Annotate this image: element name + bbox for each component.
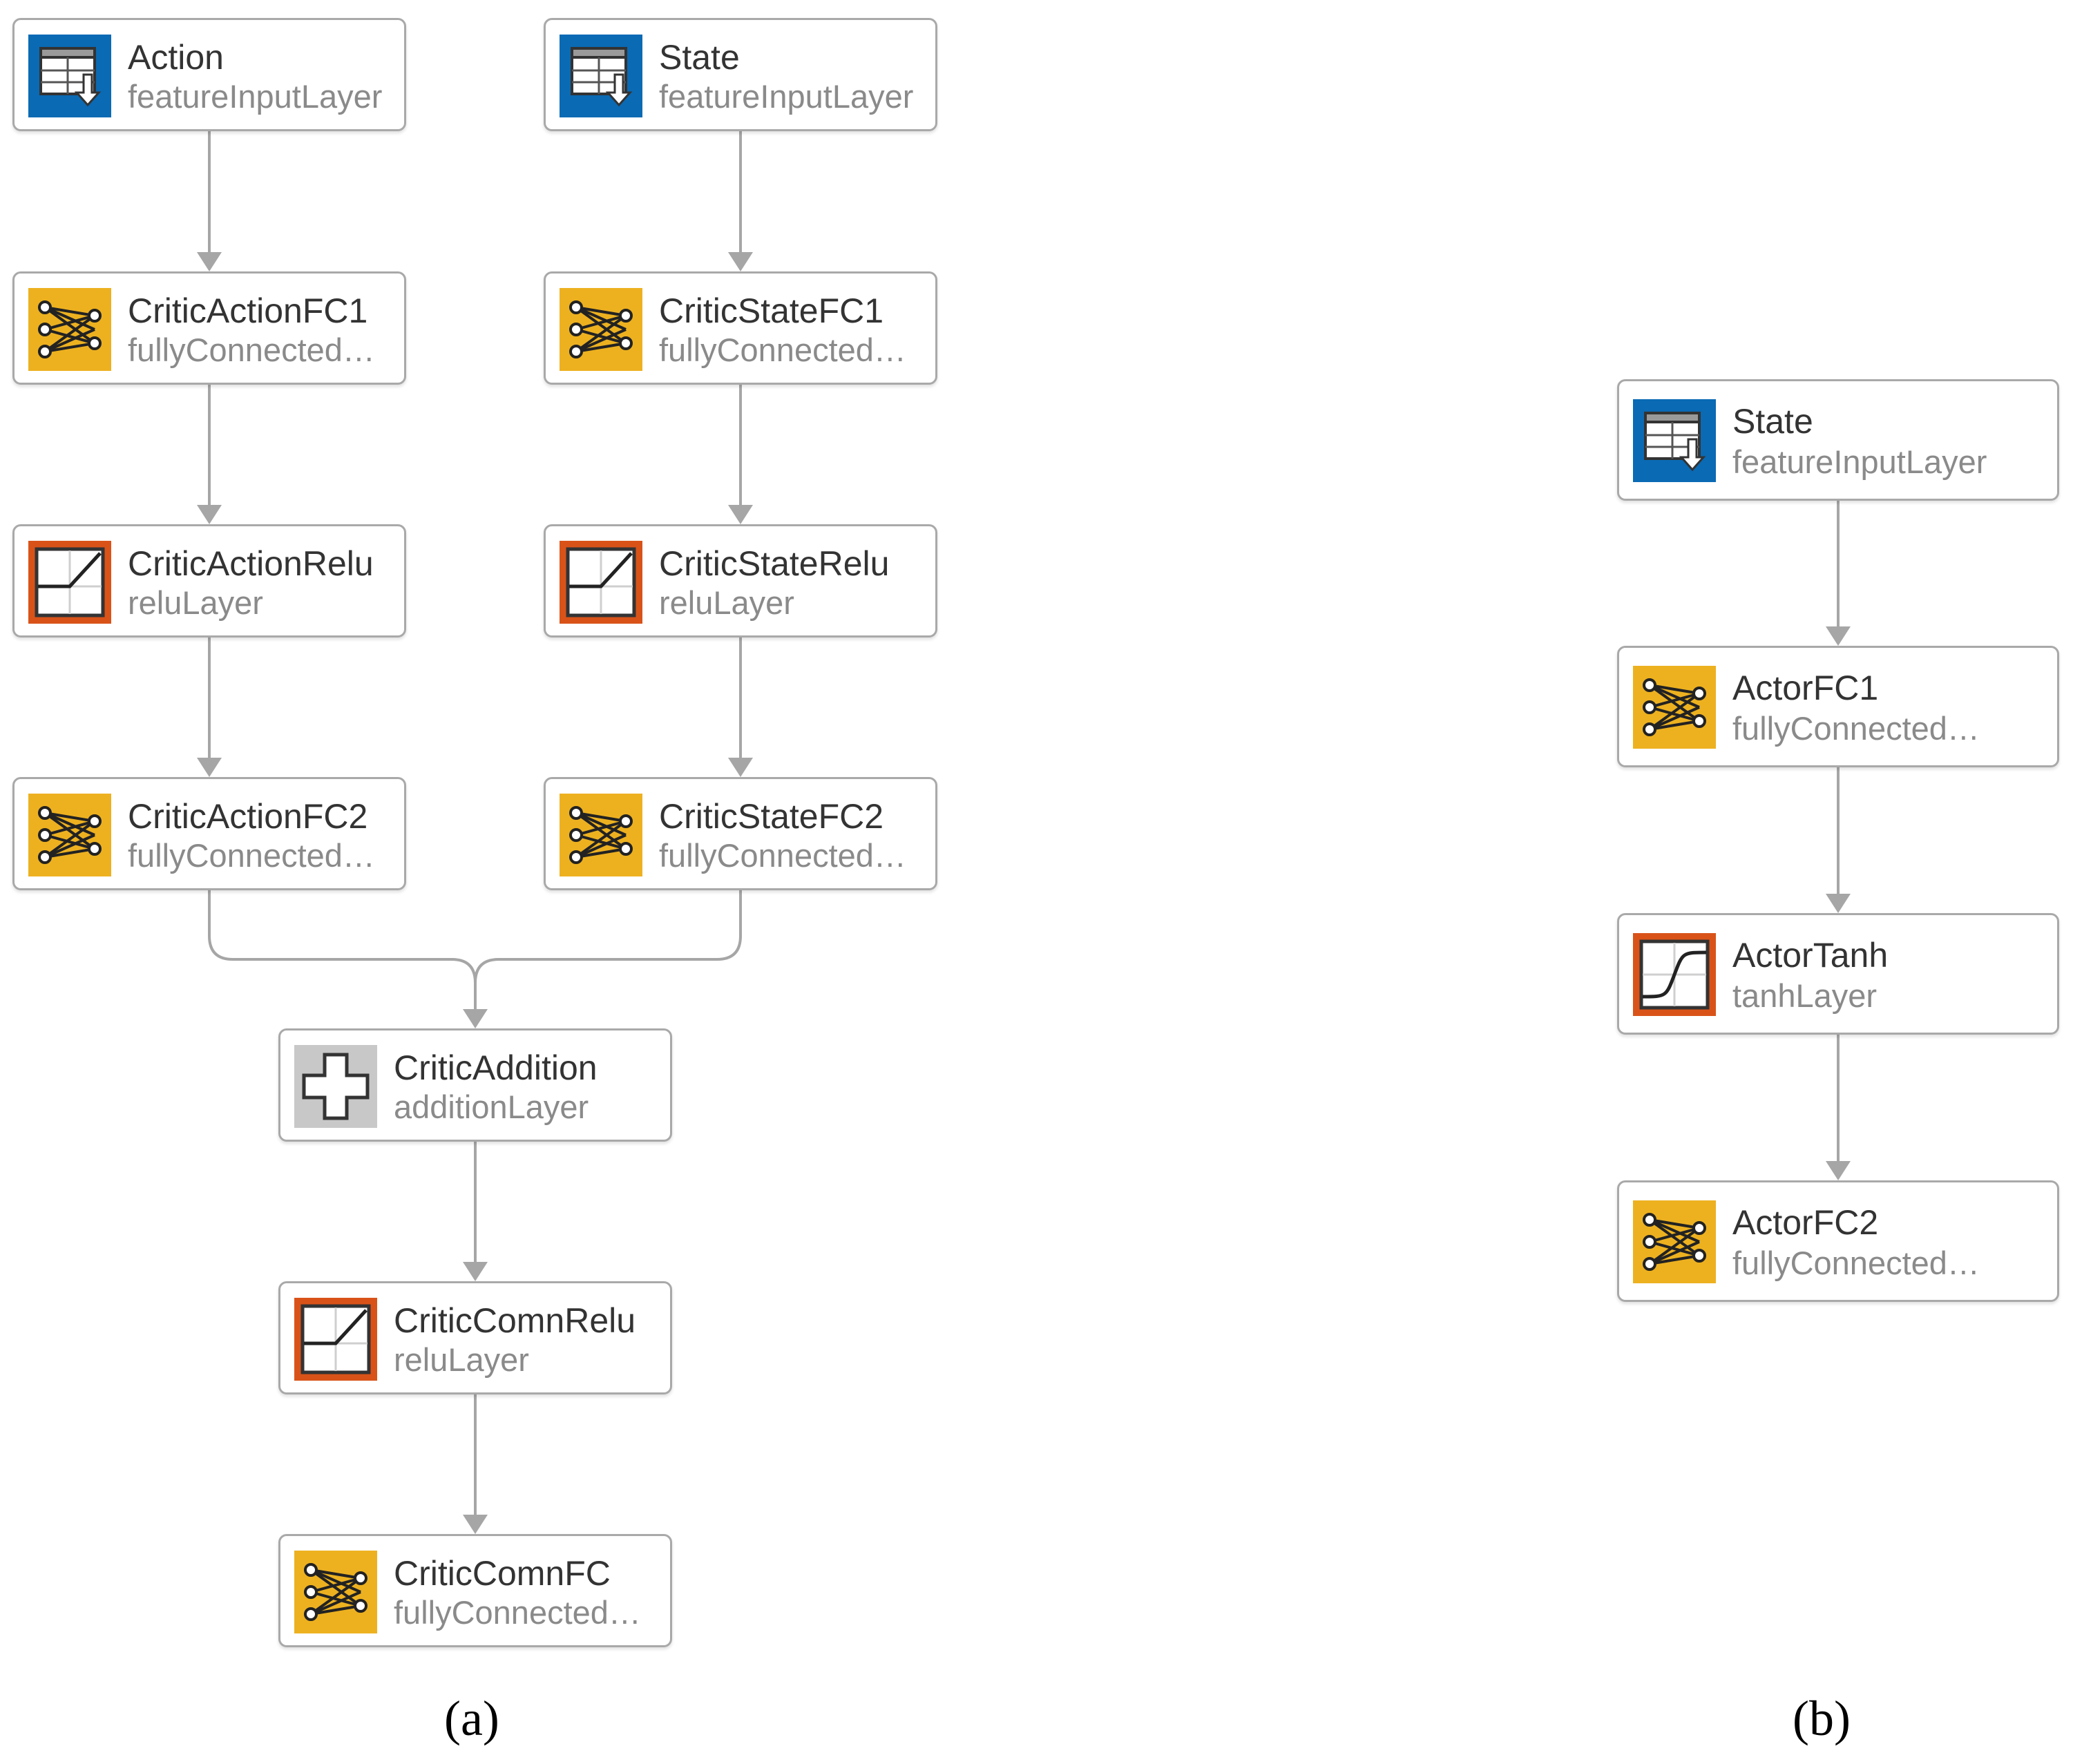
- edge-arrowhead: [1826, 1161, 1851, 1180]
- node-title: CriticStateFC1: [659, 291, 884, 330]
- edge-arrowhead: [728, 252, 753, 271]
- node-type: fullyConnected…: [1732, 710, 1980, 747]
- node-title: CriticComnFC: [394, 1554, 611, 1593]
- fully-connected-icon: [1633, 666, 1716, 749]
- node-state[interactable]: State featureInputLayer: [1617, 379, 2059, 501]
- node-type: reluLayer: [394, 1341, 529, 1378]
- edge-arrowhead: [197, 758, 222, 777]
- addition-icon: [294, 1045, 377, 1128]
- node-type: featureInputLayer: [1732, 443, 1987, 480]
- edge-line: [474, 890, 742, 1010]
- node-critic-comn-relu[interactable]: CriticComnRelu reluLayer: [278, 1281, 672, 1394]
- node-type: featureInputLayer: [128, 78, 383, 115]
- node-title: CriticActionFC1: [128, 291, 368, 330]
- node-critic-state-relu[interactable]: CriticStateRelu reluLayer: [544, 524, 937, 637]
- tanh-icon: [1633, 933, 1716, 1016]
- node-title: ActorFC1: [1732, 669, 1879, 707]
- fully-connected-icon: [1633, 1200, 1716, 1283]
- node-title: ActorFC2: [1732, 1203, 1879, 1242]
- node-type: fullyConnected…: [128, 837, 375, 874]
- node-actor-tanh[interactable]: ActorTanh tanhLayer: [1617, 913, 2059, 1035]
- edge-arrowhead: [197, 505, 222, 524]
- edge-arrowhead: [463, 1009, 488, 1028]
- node-title: ActorTanh: [1732, 936, 1889, 975]
- fully-connected-icon: [560, 288, 642, 371]
- node-actor-fc2[interactable]: ActorFC2 fullyConnected…: [1617, 1180, 2059, 1302]
- node-type: fullyConnected…: [394, 1594, 641, 1631]
- fully-connected-icon: [28, 288, 111, 371]
- node-actor-fc1[interactable]: ActorFC1 fullyConnected…: [1617, 646, 2059, 767]
- edge-arrowhead: [728, 758, 753, 777]
- node-type: fullyConnected…: [1732, 1245, 1980, 1281]
- edge-arrowhead: [728, 505, 753, 524]
- edge-arrowhead: [463, 1262, 488, 1281]
- node-title: CriticAddition: [394, 1048, 598, 1087]
- node-action[interactable]: Action featureInputLayer: [12, 18, 406, 131]
- node-type: additionLayer: [394, 1089, 589, 1125]
- node-type: reluLayer: [659, 584, 794, 621]
- node-title: CriticStateRelu: [659, 544, 890, 583]
- edge-arrowhead: [1826, 894, 1851, 913]
- node-critic-state-fc1[interactable]: CriticStateFC1 fullyConnected…: [544, 271, 937, 385]
- fully-connected-icon: [294, 1551, 377, 1633]
- node-type: fullyConnected…: [128, 332, 375, 368]
- node-title: CriticComnRelu: [394, 1301, 636, 1340]
- node-title: State: [659, 38, 740, 77]
- input-layer-icon: [28, 35, 111, 117]
- relu-icon: [294, 1298, 377, 1381]
- input-layer-icon: [560, 35, 642, 117]
- edge-arrowhead: [197, 252, 222, 271]
- node-type: fullyConnected…: [659, 837, 906, 874]
- node-title: Action: [128, 38, 224, 77]
- node-type: tanhLayer: [1732, 977, 1878, 1014]
- node-critic-comn-fc[interactable]: CriticComnFC fullyConnected…: [278, 1534, 672, 1647]
- input-layer-icon: [1633, 399, 1716, 482]
- node-critic-action-fc1[interactable]: CriticActionFC1 fullyConnected…: [12, 271, 406, 385]
- node-title: CriticActionFC2: [128, 797, 368, 836]
- node-critic-state-fc2[interactable]: CriticStateFC2 fullyConnected…: [544, 777, 937, 890]
- edge-arrowhead: [1826, 626, 1851, 646]
- edge-line: [208, 890, 477, 1010]
- node-critic-action-fc2[interactable]: CriticActionFC2 fullyConnected…: [12, 777, 406, 890]
- panel-a-label: (a): [444, 1691, 499, 1746]
- relu-icon: [560, 541, 642, 624]
- node-type: featureInputLayer: [659, 78, 914, 115]
- node-type: reluLayer: [128, 584, 263, 621]
- edge-arrowhead: [463, 1515, 488, 1534]
- panel-b-label: (b): [1793, 1691, 1851, 1746]
- node-title: CriticStateFC2: [659, 797, 884, 836]
- fully-connected-icon: [560, 794, 642, 876]
- node-critic-addition[interactable]: CriticAddition additionLayer: [278, 1028, 672, 1142]
- node-type: fullyConnected…: [659, 332, 906, 368]
- node-state[interactable]: State featureInputLayer: [544, 18, 937, 131]
- relu-icon: [28, 541, 111, 624]
- fully-connected-icon: [28, 794, 111, 876]
- node-title: State: [1732, 402, 1813, 441]
- node-critic-action-relu[interactable]: CriticActionRelu reluLayer: [12, 524, 406, 637]
- node-title: CriticActionRelu: [128, 544, 374, 583]
